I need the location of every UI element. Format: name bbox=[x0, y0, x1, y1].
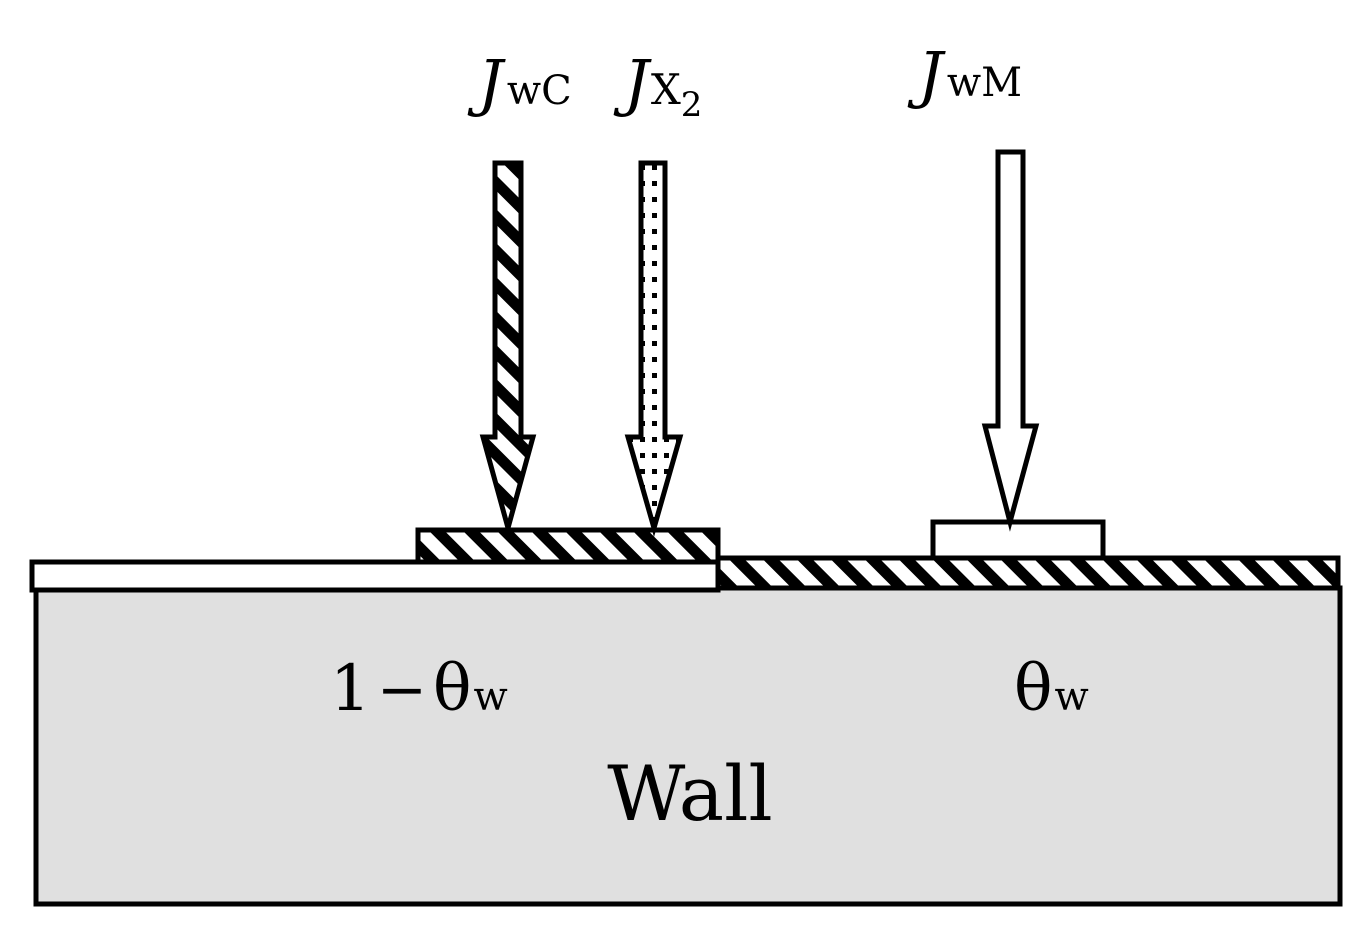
wall-block bbox=[33, 585, 1343, 907]
covered-surface-layer bbox=[715, 555, 1341, 591]
bare-fraction-label: 1−θw bbox=[330, 652, 508, 726]
jx2-subscript: X bbox=[651, 65, 681, 114]
jx2-sub-index: 2 bbox=[681, 85, 703, 125]
minus-sign: − bbox=[377, 655, 427, 725]
jx2-symbol: J bbox=[613, 46, 652, 119]
theta-subscript-left: w bbox=[474, 674, 508, 720]
bare-surface-layer bbox=[29, 559, 721, 593]
jwc-symbol: J bbox=[467, 46, 506, 119]
theta-symbol-right: θ bbox=[1014, 652, 1053, 726]
jwc-arrow bbox=[479, 160, 537, 538]
theta-subscript-right: w bbox=[1055, 674, 1089, 720]
one-digit: 1 bbox=[330, 652, 371, 726]
wall-label: Wall bbox=[607, 749, 772, 838]
jwm-symbol: J bbox=[907, 38, 946, 111]
jwm-subscript: wM bbox=[947, 60, 1022, 106]
jwc-subscript: wC bbox=[507, 68, 572, 114]
open-deposit bbox=[930, 519, 1106, 561]
jwm-arrow bbox=[981, 149, 1040, 532]
hatched-deposit bbox=[415, 527, 721, 565]
jx2-label: JX2 bbox=[613, 46, 702, 125]
covered-fraction-label: θw bbox=[1014, 652, 1089, 726]
theta-symbol-left: θ bbox=[433, 652, 472, 726]
jx2-arrow bbox=[624, 160, 684, 538]
